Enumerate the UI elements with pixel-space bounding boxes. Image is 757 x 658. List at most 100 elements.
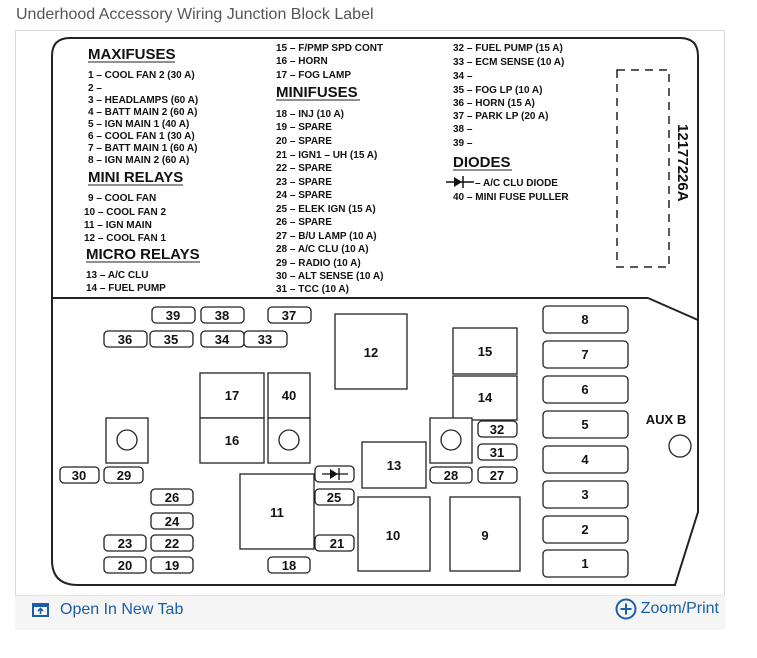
slot-19	[150, 556, 194, 574]
slot-label: 26	[165, 490, 179, 505]
aux-b-stud-icon	[668, 434, 692, 458]
maxifuse-item: 5 – IGN MAIN 1 (40 A)	[88, 119, 189, 130]
slot-33	[243, 330, 288, 348]
slot-label: 5	[581, 417, 588, 432]
slot-31	[477, 443, 518, 461]
minifuse-item: 30 – ALT SENSE (10 A)	[276, 271, 383, 282]
zoom-print-label: Zoom/Print	[640, 600, 719, 617]
open-new-tab-label: Open In New Tab	[60, 601, 184, 618]
fuse-item: 37 – PARK LP (20 A)	[453, 111, 548, 122]
slot-17	[199, 372, 265, 419]
slot-label: 30	[72, 468, 86, 483]
slot-label: 20	[118, 558, 132, 573]
minifuse-item: 19 – SPARE	[276, 122, 332, 133]
slot-2	[542, 515, 629, 544]
page-title: Underhood Accessory Wiring Junction Bloc…	[16, 6, 374, 23]
minifuse-item: 24 – SPARE	[276, 190, 332, 201]
slot-25	[314, 488, 355, 506]
maxifuse-item: 6 – COOL FAN 1 (30 A)	[88, 131, 195, 142]
slot-35	[149, 330, 194, 348]
micro-relay-item: 14 – FUEL PUMP	[86, 283, 166, 294]
slot-label: 12	[364, 345, 378, 360]
slot-label: 7	[581, 347, 588, 362]
slot-label: 16	[225, 433, 239, 448]
slot-27	[477, 466, 518, 484]
slot-label: 3	[581, 487, 588, 502]
zoom-plus-icon	[615, 598, 637, 620]
minifuse-item: 31 – TCC (10 A)	[276, 284, 349, 295]
relay-item: 16 – HORN	[276, 56, 328, 67]
slot-9	[449, 496, 521, 572]
slot-label: 15	[478, 344, 492, 359]
slot-label: 40	[282, 388, 296, 403]
slot-label: 6	[581, 382, 588, 397]
divider-angle	[647, 297, 699, 321]
minifuse-item: 29 – RADIO (10 A)	[276, 258, 361, 269]
stud-circle-icon	[278, 429, 300, 451]
slot-label: 28	[444, 468, 458, 483]
minifuse-item: 28 – A/C CLU (10 A)	[276, 244, 369, 255]
fuse-item: 38 –	[453, 124, 473, 135]
slot-10	[357, 496, 431, 572]
slot-29	[103, 466, 144, 484]
slot-label: 11	[270, 505, 284, 520]
minifuse-item: 21 – IGN1 – UH (15 A)	[276, 150, 377, 161]
slot-6	[542, 375, 629, 404]
slot-label: 36	[118, 332, 132, 347]
zoom-print-link[interactable]: Zoom/Print	[615, 598, 719, 620]
minifuse-item: 23 – SPARE	[276, 177, 332, 188]
slot-5	[542, 410, 629, 439]
slot-label: 8	[581, 312, 588, 327]
slot-8	[542, 305, 629, 334]
slot-3	[542, 480, 629, 509]
slot-label: 2	[581, 522, 588, 537]
part-number: 12177226A	[674, 124, 691, 202]
slot-39	[151, 306, 196, 324]
maxifuse-item: 3 – HEADLAMPS (60 A)	[88, 95, 198, 106]
image-footer	[15, 595, 725, 630]
slot-37	[267, 306, 312, 324]
minifuse-item: 22 – SPARE	[276, 163, 332, 174]
minifuse-item: 18 – INJ (10 A)	[276, 109, 344, 120]
stud-circle-icon	[440, 429, 462, 451]
slot-21	[314, 534, 355, 552]
relay-item: 17 – FOG LAMP	[276, 70, 351, 81]
maxifuse-item: 4 – BATT MAIN 2 (60 A)	[88, 107, 197, 118]
slot-30	[59, 466, 100, 484]
maxifuse-item: 2 –	[88, 83, 102, 94]
maxifuse-item: 1 – COOL FAN 2 (30 A)	[88, 70, 195, 81]
slot-label: 17	[225, 388, 239, 403]
slot-label: 1	[581, 556, 588, 571]
diode-item: – A/C CLU DIODE	[475, 178, 558, 189]
stud-circle-icon	[116, 429, 138, 451]
slot-7	[542, 340, 629, 369]
slot-label: 25	[327, 490, 341, 505]
slot-label: 37	[282, 308, 296, 323]
slot-label: 29	[117, 468, 131, 483]
fuse-item: 35 – FOG LP (10 A)	[453, 85, 542, 96]
minifuse-item: 25 – ELEK IGN (15 A)	[276, 204, 376, 215]
slot-label: 38	[215, 308, 229, 323]
minifuse-item: 26 – SPARE	[276, 217, 332, 228]
slot-11	[239, 473, 315, 550]
slot-label: 32	[490, 422, 504, 437]
slot-label: 35	[164, 332, 178, 347]
minifuse-item: 27 – B/U LAMP (10 A)	[276, 231, 377, 242]
open-tab-icon	[32, 603, 49, 617]
open-new-tab-link[interactable]: Open In New Tab	[32, 601, 183, 619]
heading-maxifuses: MAXIFUSES	[88, 46, 176, 63]
heading-diodes: DIODES	[453, 154, 511, 171]
slot-label: 22	[165, 536, 179, 551]
slot-14	[452, 375, 518, 421]
slot-38	[200, 306, 245, 324]
slot-40	[267, 372, 311, 419]
diode-item: 40 – MINI FUSE PULLER	[453, 192, 569, 203]
slot-16	[199, 417, 265, 464]
mini-relay-item: 12 – COOL FAN 1	[84, 233, 167, 244]
fuse-item: 34 –	[453, 71, 473, 82]
slot-label: 13	[387, 458, 401, 473]
slot-label: 21	[330, 536, 344, 551]
slot-12	[334, 313, 408, 390]
slot-label: 19	[165, 558, 179, 573]
